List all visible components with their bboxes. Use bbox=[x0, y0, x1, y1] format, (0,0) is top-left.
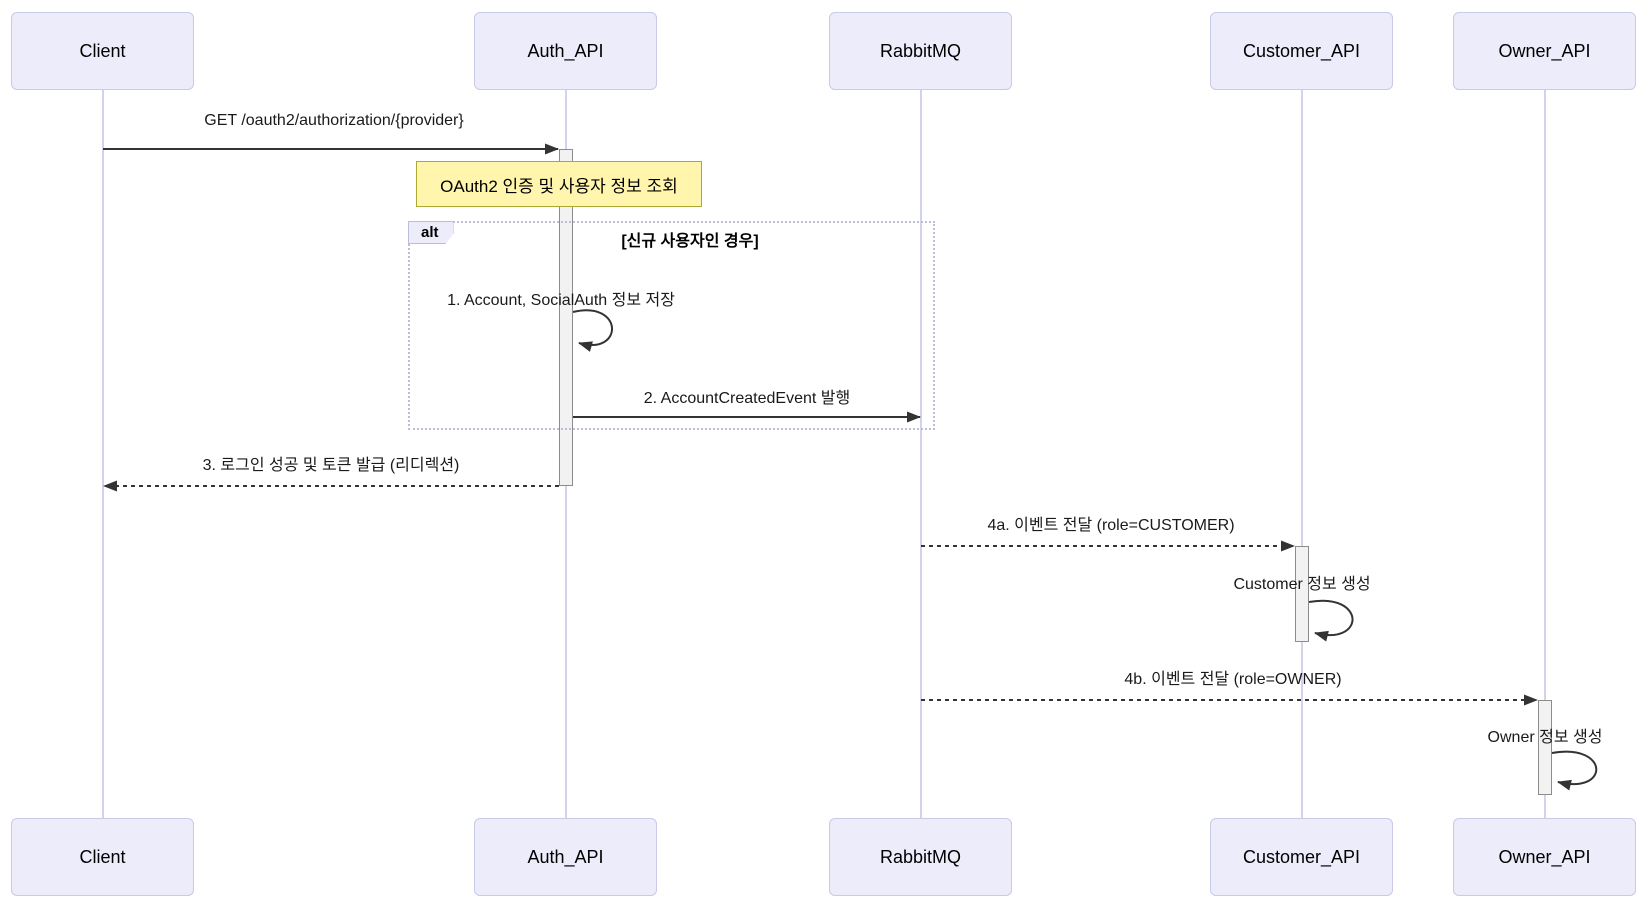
participant-customer-api-bottom: Customer_API bbox=[1210, 818, 1393, 896]
participant-auth-api-bottom: Auth_API bbox=[474, 818, 657, 896]
alt-fragment bbox=[408, 221, 935, 430]
note-oauth: OAuth2 인증 및 사용자 정보 조회 bbox=[416, 161, 702, 207]
self-loop-arrow-auth bbox=[572, 309, 613, 352]
message-label-m1: GET /oauth2/authorization/{provider} bbox=[204, 112, 464, 129]
activation-auth-api bbox=[559, 149, 573, 486]
participant-auth-api-top: Auth_API bbox=[474, 12, 657, 90]
message-label-self-owner: Owner 정보 생성 bbox=[1487, 729, 1603, 746]
participant-owner-api-top: Owner_API bbox=[1453, 12, 1636, 90]
participant-client-top: Client bbox=[11, 12, 194, 90]
message-label-self-customer: Customer 정보 생성 bbox=[1233, 576, 1371, 593]
message-label-m3: 3. 로그인 성공 및 토큰 발급 (리디렉션) bbox=[202, 457, 460, 474]
alt-fragment-label: alt bbox=[408, 221, 454, 244]
participant-rabbitmq-bottom: RabbitMQ bbox=[829, 818, 1012, 896]
alt-fragment-condition: [신규 사용자인 경우] bbox=[621, 233, 759, 250]
activation-customer-api bbox=[1295, 546, 1309, 642]
message-label-self-auth: 1. Account, SocialAuth 정보 저장 bbox=[447, 292, 675, 309]
message-label-m4b: 4b. 이벤트 전달 (role=OWNER) bbox=[1124, 671, 1342, 688]
message-label-m2: 2. AccountCreatedEvent 발행 bbox=[643, 390, 851, 407]
self-loop-arrow-owner bbox=[1551, 750, 1598, 791]
participant-owner-api-bottom: Owner_API bbox=[1453, 818, 1636, 896]
participant-rabbitmq-top: RabbitMQ bbox=[829, 12, 1012, 90]
participant-customer-api-top: Customer_API bbox=[1210, 12, 1393, 90]
participant-client-bottom: Client bbox=[11, 818, 194, 896]
message-label-m4a: 4a. 이벤트 전달 (role=CUSTOMER) bbox=[987, 517, 1235, 534]
self-loop-arrow-customer bbox=[1308, 599, 1354, 642]
activation-owner-api bbox=[1538, 700, 1552, 795]
